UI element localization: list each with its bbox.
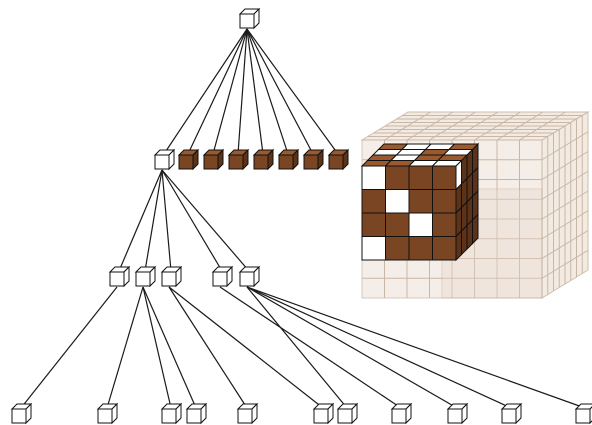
edge-l2-l3-3 — [142, 286, 197, 409]
level3-node-10 — [574, 403, 592, 425]
octant-front-voxel — [361, 189, 386, 214]
octant-top-voxel — [447, 143, 480, 150]
octant-front-voxel — [385, 165, 410, 190]
level1-node-7 — [327, 148, 350, 171]
edge-l2-l3-6 — [246, 286, 348, 409]
octant-side-voxel — [466, 218, 473, 251]
edge-root-l1-2 — [212, 28, 248, 155]
edge-root-l1-7 — [246, 28, 339, 155]
octant-front-voxel — [408, 165, 433, 190]
octant-side-voxel — [461, 224, 468, 256]
octant-front-voxel — [408, 189, 433, 214]
level2-node-3 — [211, 265, 234, 288]
edge-root-l1-6 — [246, 28, 314, 155]
edge-l1-l2-0 — [118, 169, 163, 272]
edge-root-l1-5 — [246, 28, 289, 155]
octant-front-voxel — [385, 212, 410, 237]
volume-grid-top — [519, 111, 566, 141]
edge-root-l1-1 — [187, 28, 248, 155]
octant-front-voxel — [408, 236, 433, 261]
level3-node-8 — [446, 402, 469, 425]
tree-edges — [20, 28, 586, 409]
octant-front-voxel — [361, 212, 386, 237]
edge-l2-l3-0 — [20, 286, 118, 409]
level1-node-4 — [252, 148, 275, 171]
octant-front-voxel — [432, 236, 457, 261]
volume-grid-side — [541, 210, 589, 240]
edge-l2-l3-5 — [168, 286, 324, 409]
level1-node-0 — [153, 148, 176, 171]
edge-l2-l3-9 — [246, 286, 512, 409]
edge-l2-l3-7 — [219, 286, 402, 409]
level1-node-6 — [302, 148, 325, 171]
octant-front-voxel — [385, 189, 410, 214]
volume-grid-side — [541, 190, 589, 220]
tree-nodes — [10, 7, 592, 425]
edge-root-l1-3 — [237, 28, 248, 155]
octant-top-voxel — [436, 154, 469, 161]
level3-node-4 — [236, 402, 259, 425]
octant-front-voxel — [361, 236, 386, 261]
edge-l2-l3-1 — [106, 286, 144, 409]
level2-node-4 — [238, 265, 261, 288]
level3-node-0 — [10, 402, 33, 425]
octant-front-voxel — [432, 165, 457, 190]
level3-node-5 — [312, 402, 335, 425]
octant-top-voxel — [442, 149, 474, 156]
level1-node-3 — [227, 148, 250, 171]
level2-node-2 — [160, 265, 183, 288]
level3-node-7 — [390, 402, 413, 425]
root-node — [238, 7, 261, 30]
volume-grid-top — [474, 111, 521, 141]
level3-node-9 — [500, 402, 523, 425]
octant-front-voxel — [361, 165, 386, 190]
level2-node-1 — [134, 265, 157, 288]
voxel-volume — [360, 111, 590, 299]
volume-grid-side — [541, 230, 589, 259]
octant-front-voxel — [432, 189, 457, 214]
level1-node-2 — [202, 148, 225, 171]
edge-l1-l2-1 — [144, 169, 163, 272]
edge-l1-l2-3 — [161, 169, 223, 272]
volume-grid-top — [496, 111, 544, 141]
octant-front-voxel — [432, 212, 457, 237]
edge-root-l1-0 — [163, 28, 248, 155]
edge-l2-l3-4 — [168, 286, 248, 409]
level3-node-1 — [96, 402, 119, 425]
octant-front-voxel — [385, 236, 410, 261]
edge-l2-l3-2 — [142, 286, 172, 409]
edge-l1-l2-4 — [161, 169, 250, 272]
level1-node-1 — [177, 148, 200, 171]
level2-node-0 — [108, 265, 131, 288]
edge-l2-l3-10 — [246, 286, 586, 409]
octant-top-voxel — [431, 160, 463, 167]
level3-node-3 — [185, 402, 208, 425]
edge-l2-l3-8 — [246, 286, 458, 409]
octant-side-voxel — [472, 213, 479, 245]
edge-l1-l2-2 — [161, 169, 172, 272]
level3-node-2 — [160, 402, 183, 425]
level3-node-6 — [336, 402, 359, 425]
octant-front-voxel — [408, 212, 433, 237]
octant-side-voxel — [455, 229, 462, 262]
volume-grid-side — [541, 249, 589, 279]
level1-node-5 — [277, 148, 300, 171]
edge-root-l1-4 — [246, 28, 264, 155]
